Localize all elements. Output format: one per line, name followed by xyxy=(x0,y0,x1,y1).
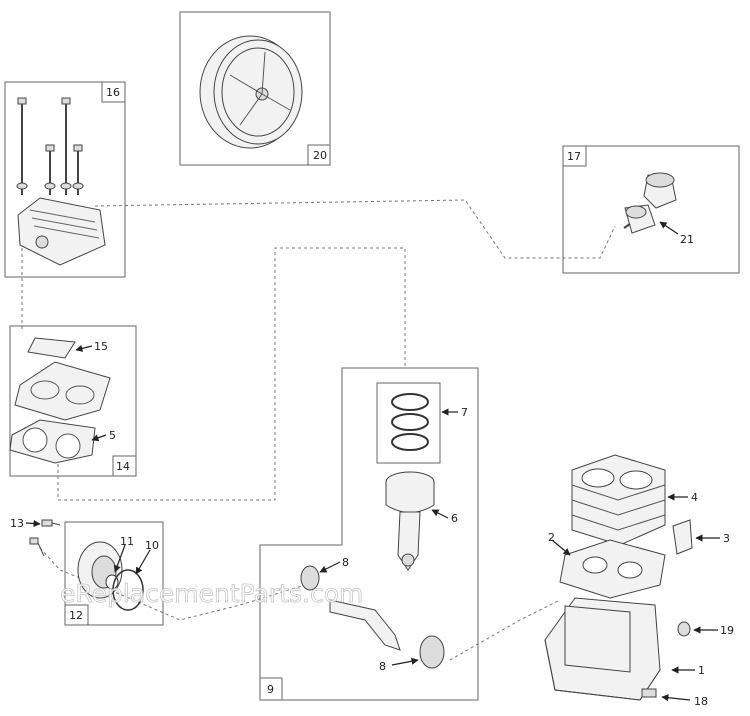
callout-4: 4 xyxy=(691,491,698,504)
group-box-14: 14 15 5 xyxy=(9,325,137,477)
callout-3: 3 xyxy=(723,532,730,545)
group-box-20: 20 xyxy=(179,11,331,166)
group-box-17: 17 21 xyxy=(562,145,740,274)
callout-5: 5 xyxy=(109,429,116,442)
callout-8a: 8 xyxy=(342,556,349,569)
callout-2: 2 xyxy=(548,531,555,544)
callout-21: 21 xyxy=(680,233,694,246)
callout-19: 19 xyxy=(720,624,734,637)
group-box-16: 16 xyxy=(4,81,126,278)
callout-7: 7 xyxy=(461,406,468,419)
callout-10: 10 xyxy=(145,539,159,552)
callout-20: 20 xyxy=(313,149,327,162)
group-box-7: 7 xyxy=(376,382,468,464)
callout-17: 17 xyxy=(567,150,581,163)
watermark-text: eReplacementParts.com xyxy=(60,579,363,608)
callout-6: 6 xyxy=(451,512,458,525)
callout-1: 1 xyxy=(698,664,705,677)
callout-12: 12 xyxy=(69,609,83,622)
group-box-9: 9 6 8 8 xyxy=(259,367,479,701)
callout-15: 15 xyxy=(94,340,108,353)
connector-lines xyxy=(21,199,616,661)
callout-11: 11 xyxy=(120,535,134,548)
pump-body-group: 4 2 3 1 19 18 xyxy=(544,454,734,708)
callout-13-group: 13 xyxy=(10,517,61,557)
callout-9: 9 xyxy=(267,683,274,696)
callout-13: 13 xyxy=(10,517,24,530)
group-box-12: 12 11 10 xyxy=(64,521,164,626)
callout-18: 18 xyxy=(694,695,708,708)
callout-16: 16 xyxy=(106,86,120,99)
callout-8b: 8 xyxy=(379,660,386,673)
callout-14: 14 xyxy=(116,460,130,473)
